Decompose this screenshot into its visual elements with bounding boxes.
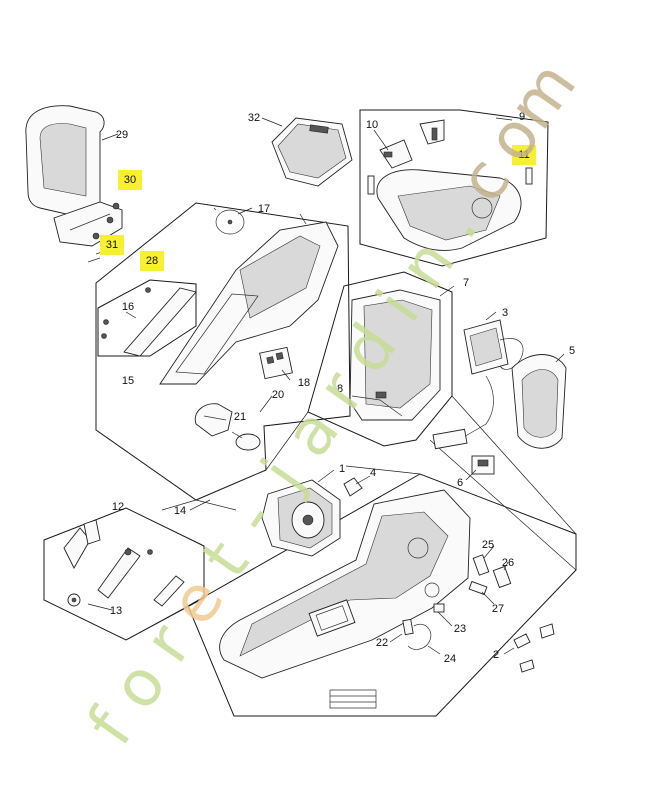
callout-8: 8 xyxy=(337,383,343,395)
callout-15: 15 xyxy=(122,375,134,387)
callout-2: 2 xyxy=(493,649,499,661)
callout-24: 24 xyxy=(444,653,456,665)
group-frames xyxy=(43,109,577,717)
callout-highlight-30 xyxy=(118,170,142,190)
motor-unit-part xyxy=(261,477,363,557)
callout-26: 26 xyxy=(502,557,514,569)
callout-11: 11 xyxy=(518,149,529,161)
throttle-parts xyxy=(63,519,185,607)
callout-9: 9 xyxy=(519,111,525,123)
callout-28: 28 xyxy=(146,255,158,267)
callout-highlight-31 xyxy=(100,235,124,255)
callout-13: 13 xyxy=(110,605,122,617)
callout-20: 20 xyxy=(272,389,284,401)
crankcase-housing-part xyxy=(101,207,339,451)
callout-30: 30 xyxy=(124,174,136,186)
callout-27: 27 xyxy=(492,603,504,615)
callout-25: 25 xyxy=(482,539,494,551)
frame-group-15 xyxy=(97,279,197,357)
callout-3: 3 xyxy=(502,307,508,319)
bolt-parts xyxy=(402,554,555,673)
callout-highlight-11 xyxy=(512,145,536,165)
callout-6: 6 xyxy=(457,477,463,489)
top-cover-part xyxy=(271,117,353,187)
ignition-parts xyxy=(432,319,567,475)
callout-31: 31 xyxy=(106,239,118,251)
callout-18: 18 xyxy=(298,377,310,389)
callout-highlight-28 xyxy=(140,251,164,271)
callout-labels: 1234567891011121314151617182021222324252… xyxy=(100,111,575,665)
handlebar-part xyxy=(25,105,123,263)
frame-group-12 xyxy=(43,507,205,641)
bar-hint xyxy=(329,689,377,709)
callout-16: 16 xyxy=(122,301,134,313)
callout-29: 29 xyxy=(116,129,128,141)
callout-21: 21 xyxy=(234,411,246,423)
shroud-part xyxy=(349,289,441,421)
frame-group-7 xyxy=(307,271,453,447)
callout-leaders xyxy=(87,117,565,655)
air-filter-cover-parts xyxy=(367,119,533,251)
callout-7: 7 xyxy=(463,277,469,289)
callout-10: 10 xyxy=(366,119,378,131)
callout-5: 5 xyxy=(569,345,575,357)
callout-4: 4 xyxy=(370,467,376,479)
callout-1: 1 xyxy=(339,463,345,475)
callout-23: 23 xyxy=(454,623,466,635)
callout-12: 12 xyxy=(112,501,124,513)
callout-14: 14 xyxy=(174,505,186,517)
frame-group-9 xyxy=(359,109,549,267)
callout-17: 17 xyxy=(258,203,270,215)
callout-32: 32 xyxy=(248,112,260,124)
lower-housing-part xyxy=(219,489,471,679)
callout-22: 22 xyxy=(376,637,388,649)
